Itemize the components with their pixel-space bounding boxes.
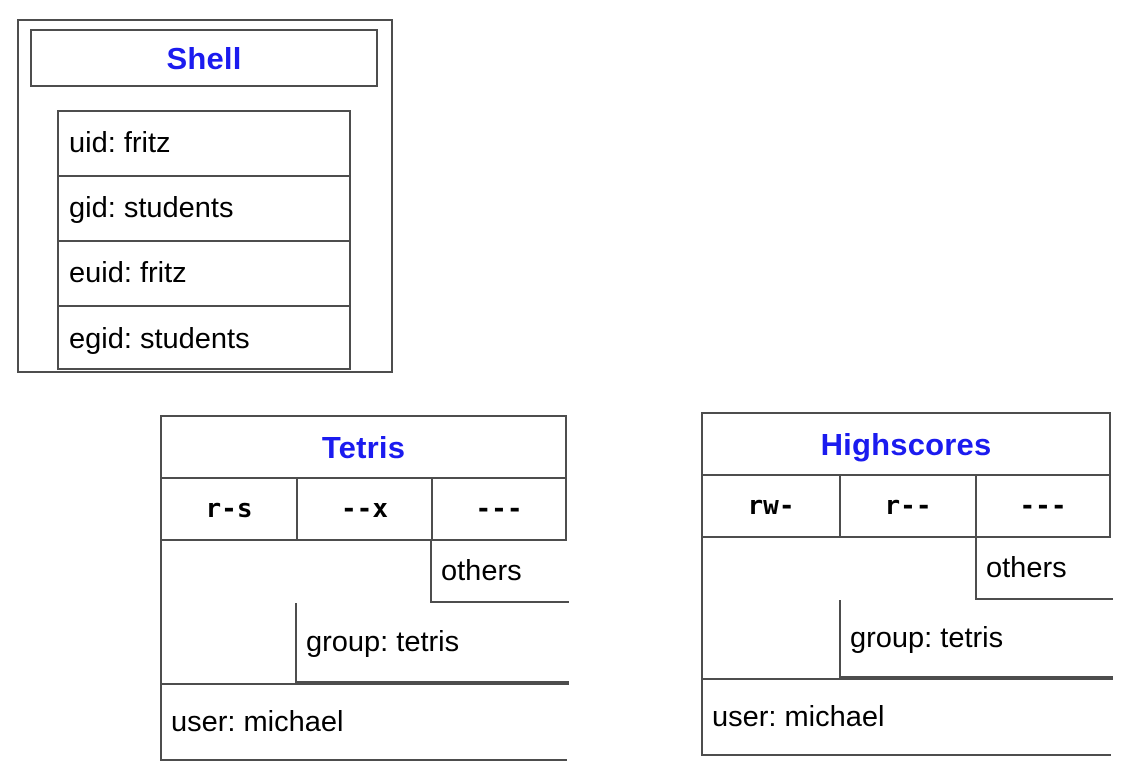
process-title-box: Shell [30, 29, 378, 87]
scope-cell-others-highscores: others [975, 538, 1113, 600]
file-box-highscores: Highscores rw- r-- --- others group: tet… [701, 412, 1113, 756]
scope-cell-user-highscores: user: michael [703, 678, 1113, 754]
scope-cell-group-highscores: group: tetris [839, 600, 1113, 678]
file-box-tetris: Tetris r-s --x --- others group: tetris … [160, 415, 569, 761]
scope-body-highscores: others group: tetris user: michael [703, 538, 1113, 754]
permission-cell-group-highscores: r-- [841, 476, 977, 536]
attribute-row-egid: egid: students [69, 323, 250, 355]
permission-cell-user-tetris: r-s [162, 479, 298, 539]
file-title-box-highscores: Highscores [703, 414, 1109, 476]
scope-body-tetris: others group: tetris user: michael [162, 541, 569, 759]
scope-cell-user-tetris: user: michael [162, 683, 569, 759]
process-attributes-table: uid: fritz gid: students euid: fritz egi… [57, 110, 351, 370]
permission-header-tetris: r-s --x --- [162, 479, 565, 541]
permission-header-highscores: rw- r-- --- [703, 476, 1109, 538]
permission-cell-user-highscores: rw- [703, 476, 841, 536]
permission-cell-group-tetris: --x [298, 479, 433, 539]
file-title-label-highscores: Highscores [820, 426, 992, 462]
file-title-label-tetris: Tetris [321, 429, 406, 465]
scope-cell-group-tetris: group: tetris [295, 603, 569, 683]
scope-cell-others-tetris: others [430, 541, 569, 603]
permission-cell-others-tetris: --- [475, 494, 523, 524]
attribute-row-uid: uid: fritz [59, 112, 349, 177]
attribute-row-gid: gid: students [59, 177, 349, 242]
permission-cell-others-highscores: --- [1019, 491, 1067, 521]
attribute-row-euid: euid: fritz [59, 242, 349, 307]
process-title-label: Shell [166, 40, 242, 76]
file-title-box-tetris: Tetris [162, 417, 565, 479]
